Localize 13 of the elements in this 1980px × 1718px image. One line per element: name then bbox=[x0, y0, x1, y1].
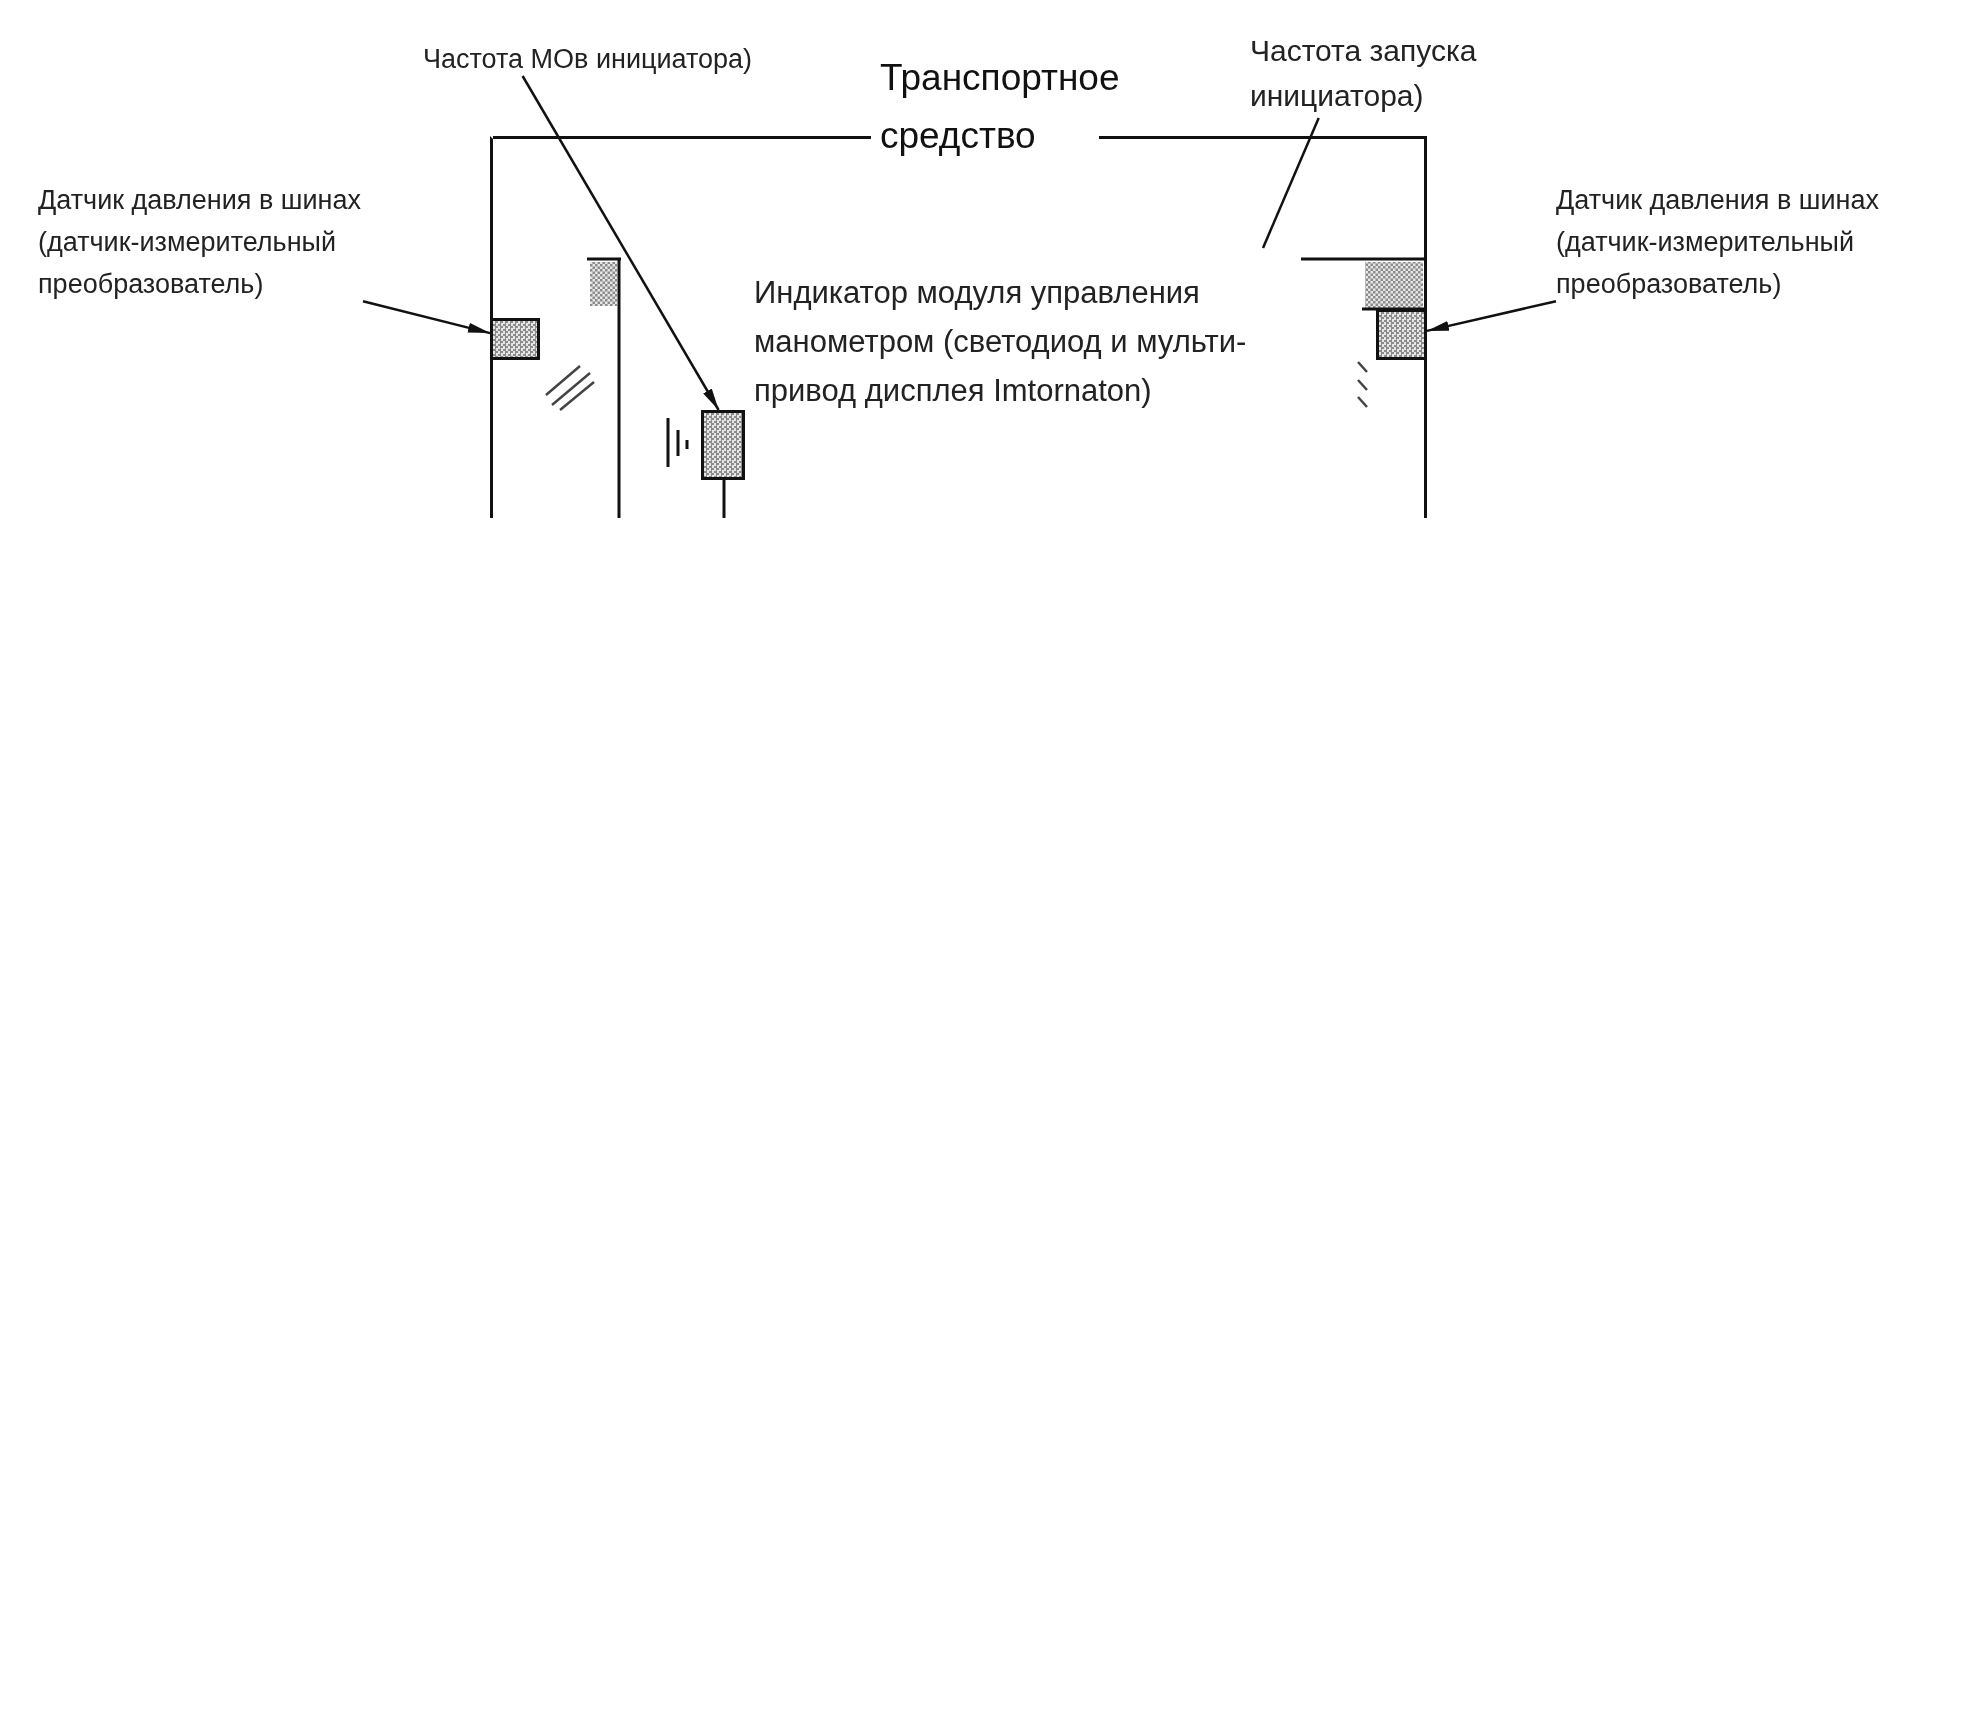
sensor-block bbox=[1376, 309, 1427, 360]
callout-text: Датчик давления в шинах (датчик-измерительный преобразователь) bbox=[1556, 179, 1881, 305]
outline-title: Транспортное средство bbox=[879, 56, 1121, 158]
sensor-block bbox=[490, 318, 540, 360]
leader-line bbox=[1261, 117, 1320, 249]
component-caption: Индикатор модуля управления манометром (светодиод и мульти-привод дисплея Imtornaton) bbox=[754, 274, 1248, 410]
leader-arrow bbox=[362, 300, 491, 336]
indicator-block bbox=[701, 410, 745, 480]
callout-text: Частота запуска инициатора) bbox=[1250, 28, 1479, 118]
callout-text: Частота МОв инициатора) bbox=[423, 42, 755, 76]
leader-arrow bbox=[521, 75, 720, 411]
callout-text: Датчик давления в шинах (датчик-измерительный преобразователь) bbox=[38, 179, 363, 305]
leader-arrow bbox=[1426, 300, 1557, 334]
